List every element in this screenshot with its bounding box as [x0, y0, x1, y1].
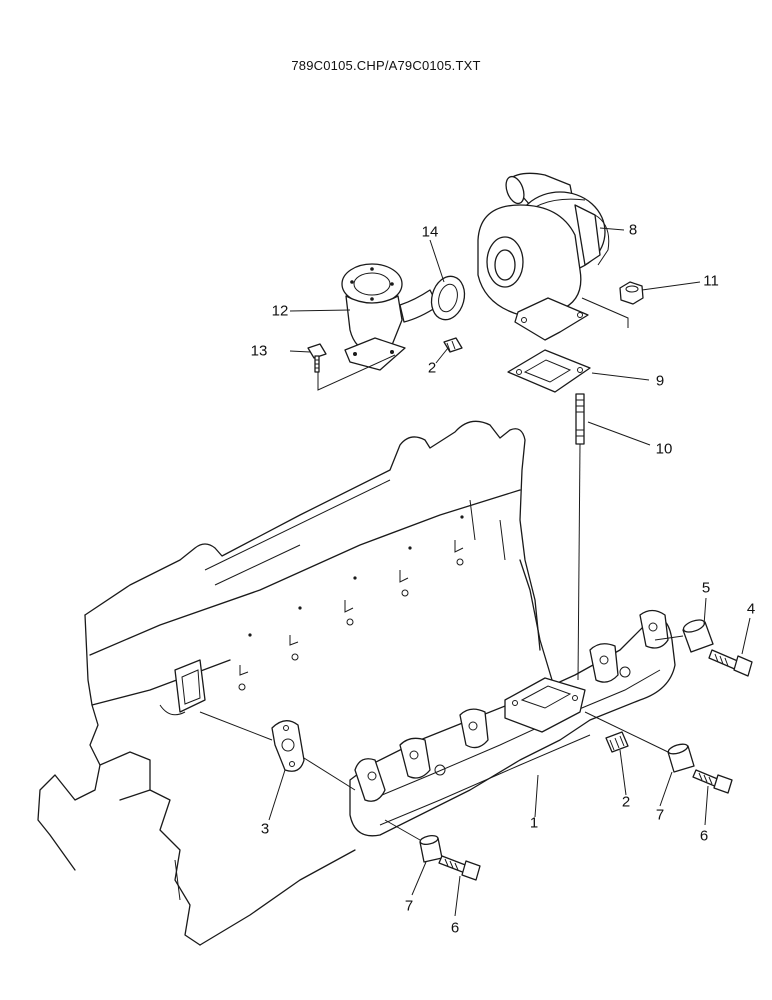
callout-6-bolt-right: 6 — [699, 827, 709, 845]
elbow-bolt — [307, 343, 327, 373]
callout-7-spacer-right: 7 — [655, 806, 665, 824]
exhaust-manifold — [349, 609, 676, 837]
plug-manifold — [605, 731, 629, 753]
turbocharger — [477, 172, 610, 341]
file-reference: 789C0105.CHP/A79C0105.TXT — [291, 58, 481, 73]
callout-4-bolt: 4 — [746, 600, 756, 618]
callout-10-stud: 10 — [655, 440, 673, 458]
exhaust-elbow — [341, 263, 439, 371]
callout-8-turbocharger: 8 — [628, 221, 638, 239]
manifold-flange-ears — [354, 609, 669, 802]
callout-14-seal-ring: 14 — [421, 223, 439, 241]
callout-11-nut: 11 — [703, 272, 719, 290]
turbo-gasket — [507, 349, 591, 393]
head-bolt-marks — [238, 515, 464, 691]
stud — [575, 393, 585, 445]
spacer-7-right — [667, 743, 695, 773]
callout-5-spacer: 5 — [701, 579, 711, 597]
callout-2-plug-lower: 2 — [621, 793, 631, 811]
callout-2-plug-upper: 2 — [427, 359, 437, 377]
engine-block — [37, 420, 556, 946]
callout-1-manifold: 1 — [529, 814, 539, 832]
assembly-lines — [199, 297, 684, 841]
bolt-6-right — [692, 769, 733, 794]
seal-ring — [430, 275, 466, 321]
nut — [619, 281, 644, 305]
callout-13-bolt: 13 — [250, 342, 268, 360]
bolt-6-left — [438, 855, 481, 881]
leader-lines — [268, 227, 751, 917]
callout-9-gasket: 9 — [655, 372, 665, 390]
callout-6-bolt-left: 6 — [450, 919, 460, 937]
spacer-5 — [682, 619, 714, 653]
plug-elbow — [443, 337, 463, 353]
bolt-4 — [708, 649, 753, 677]
callout-7-spacer-left: 7 — [404, 897, 414, 915]
callout-12-elbow: 12 — [271, 302, 289, 320]
callout-3-gasket: 3 — [260, 820, 270, 838]
spacer-7-left — [419, 835, 443, 863]
manifold-gasket — [271, 720, 305, 772]
